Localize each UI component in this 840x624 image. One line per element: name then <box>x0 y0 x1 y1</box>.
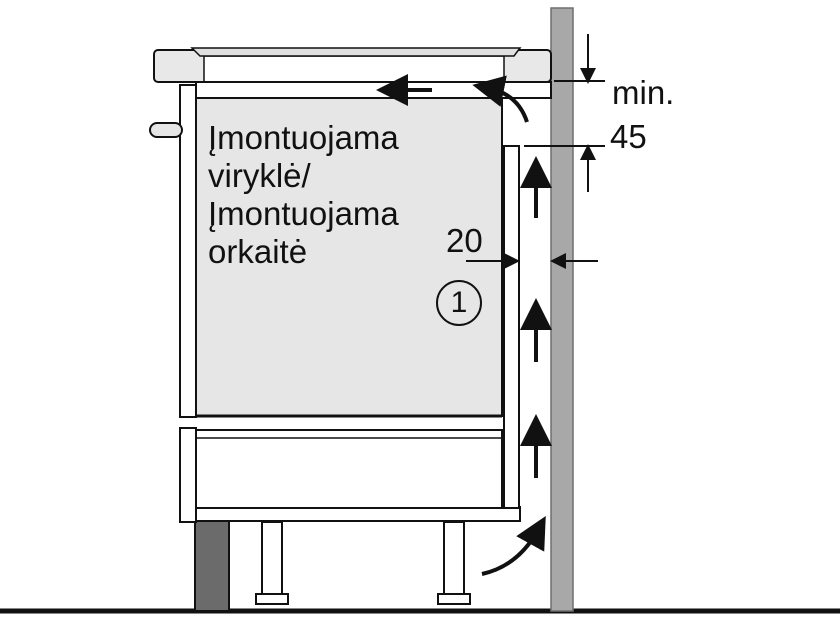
cooktop <box>190 47 522 57</box>
appliance-body <box>195 97 503 417</box>
min-distance-value: 45 <box>610 118 647 155</box>
gap-distance-value: 20 <box>446 222 483 259</box>
cabinet-bottom-shelf <box>179 506 521 522</box>
cabinet-leg-right <box>443 521 465 597</box>
wall <box>550 7 574 612</box>
cabinet-back-panel <box>503 145 520 509</box>
appliance-label: Įmontuojama viryklė/ Įmontuojama orkaitė <box>208 119 468 271</box>
appliance-label-line-4: orkaitė <box>208 233 308 270</box>
cabinet-side-panel-lower <box>179 427 197 523</box>
cabinet-plinth-left <box>194 519 230 612</box>
cabinet-leg-middle <box>261 521 283 597</box>
airflow-arrow-curve-top <box>472 75 529 123</box>
min-label: min. <box>612 74 675 111</box>
appliance-label-line-3: Įmontuojama <box>208 195 399 232</box>
appliance-handle <box>149 122 183 138</box>
airflow-arrow-curve-bottom <box>481 516 546 576</box>
worktop-cutout <box>203 55 505 83</box>
reference-marker: 1 <box>436 280 482 326</box>
cabinet-foot-middle <box>255 593 289 605</box>
appliance-label-line-1: Įmontuojama <box>208 119 399 156</box>
cabinet-side-panel <box>179 84 197 418</box>
worktop-underside <box>195 81 552 99</box>
drawer-front <box>195 429 503 509</box>
cabinet-foot-right <box>437 593 471 605</box>
appliance-label-line-2: viryklė/ <box>208 157 311 194</box>
